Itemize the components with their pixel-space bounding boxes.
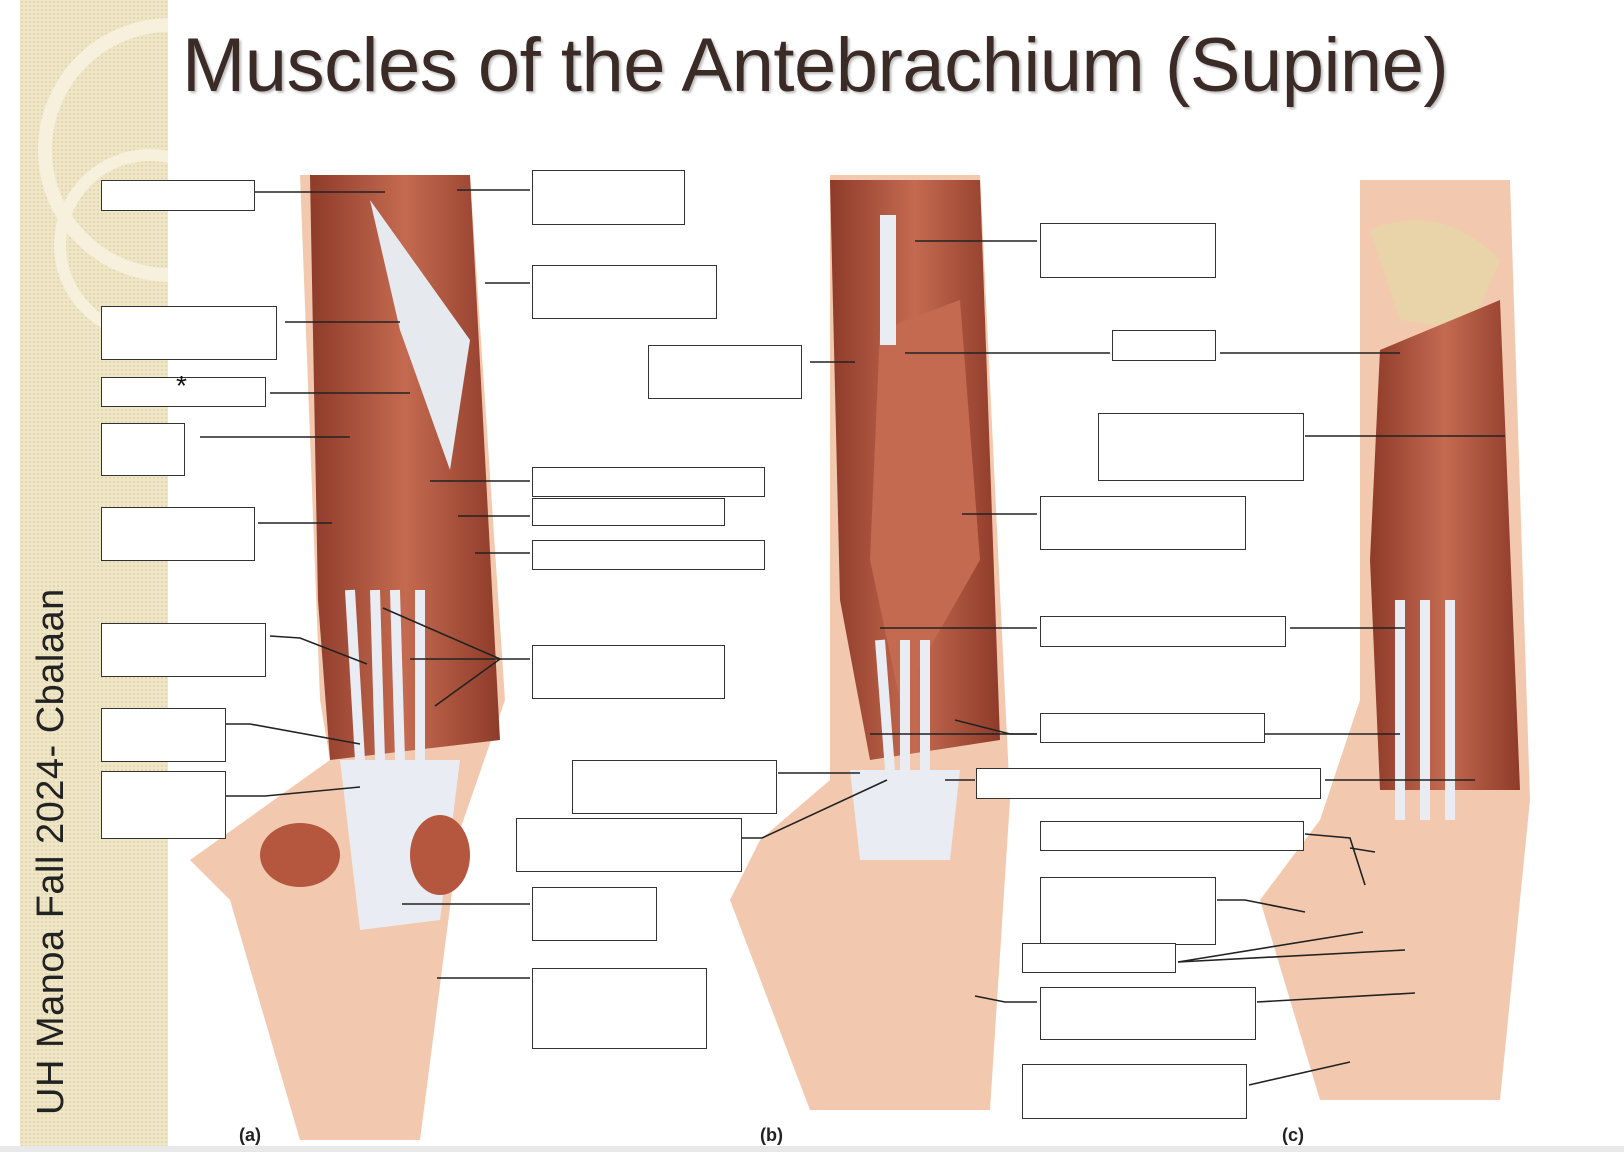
- label-box-a-16[interactable]: [532, 968, 707, 1049]
- label-box-a-8[interactable]: [101, 771, 226, 839]
- label-box-c-4[interactable]: [1022, 943, 1176, 973]
- label-box-b-5[interactable]: [1112, 330, 1216, 361]
- panel-label-b: (b): [760, 1125, 783, 1145]
- label-box-c-2[interactable]: [1040, 821, 1304, 851]
- label-box-a-9[interactable]: [532, 170, 685, 225]
- label-box-a-7[interactable]: [101, 708, 226, 762]
- label-box-b-7[interactable]: [1040, 616, 1286, 647]
- label-box-a-10[interactable]: [532, 265, 717, 319]
- label-box-a-14[interactable]: [532, 645, 725, 699]
- panel-label-c: (c): [1282, 1125, 1304, 1145]
- label-box-b-9[interactable]: [976, 768, 1321, 799]
- panel-label-a: (a): [239, 1125, 261, 1145]
- slide-title: Muscles of the Antebrachium (Supine): [182, 23, 1449, 108]
- panel-b-forearm: [730, 175, 1010, 1110]
- panel-c-forearm: [1260, 180, 1530, 1100]
- label-box-a-15[interactable]: [532, 887, 657, 941]
- label-box-a-1[interactable]: [101, 180, 255, 211]
- label-box-a-5[interactable]: [101, 507, 255, 561]
- label-box-b-8[interactable]: [1040, 713, 1265, 743]
- label-box-c-1[interactable]: [1098, 413, 1304, 481]
- label-box-a-4[interactable]: [101, 423, 185, 476]
- label-box-a-13[interactable]: [532, 540, 765, 570]
- label-box-b-3[interactable]: [516, 818, 742, 872]
- asterisk-mark: *: [176, 370, 187, 401]
- bottom-edge: [0, 1146, 1624, 1152]
- leader-lines: [200, 189, 1505, 1086]
- label-box-a-11[interactable]: [532, 467, 765, 497]
- label-box-a-2[interactable]: [101, 306, 277, 360]
- label-box-b-2[interactable]: [572, 760, 777, 814]
- label-box-c-3[interactable]: [1040, 877, 1216, 945]
- label-box-c-5[interactable]: [1040, 987, 1256, 1040]
- label-box-c-6[interactable]: [1022, 1064, 1247, 1119]
- label-box-b-6[interactable]: [1040, 496, 1246, 550]
- label-box-a-6[interactable]: [101, 623, 266, 677]
- label-box-b-1[interactable]: [648, 345, 802, 399]
- label-box-b-4[interactable]: [1040, 223, 1216, 278]
- label-box-a-3[interactable]: [101, 377, 266, 407]
- panel-a-forearm: [190, 175, 505, 1140]
- label-box-a-12[interactable]: [532, 498, 725, 526]
